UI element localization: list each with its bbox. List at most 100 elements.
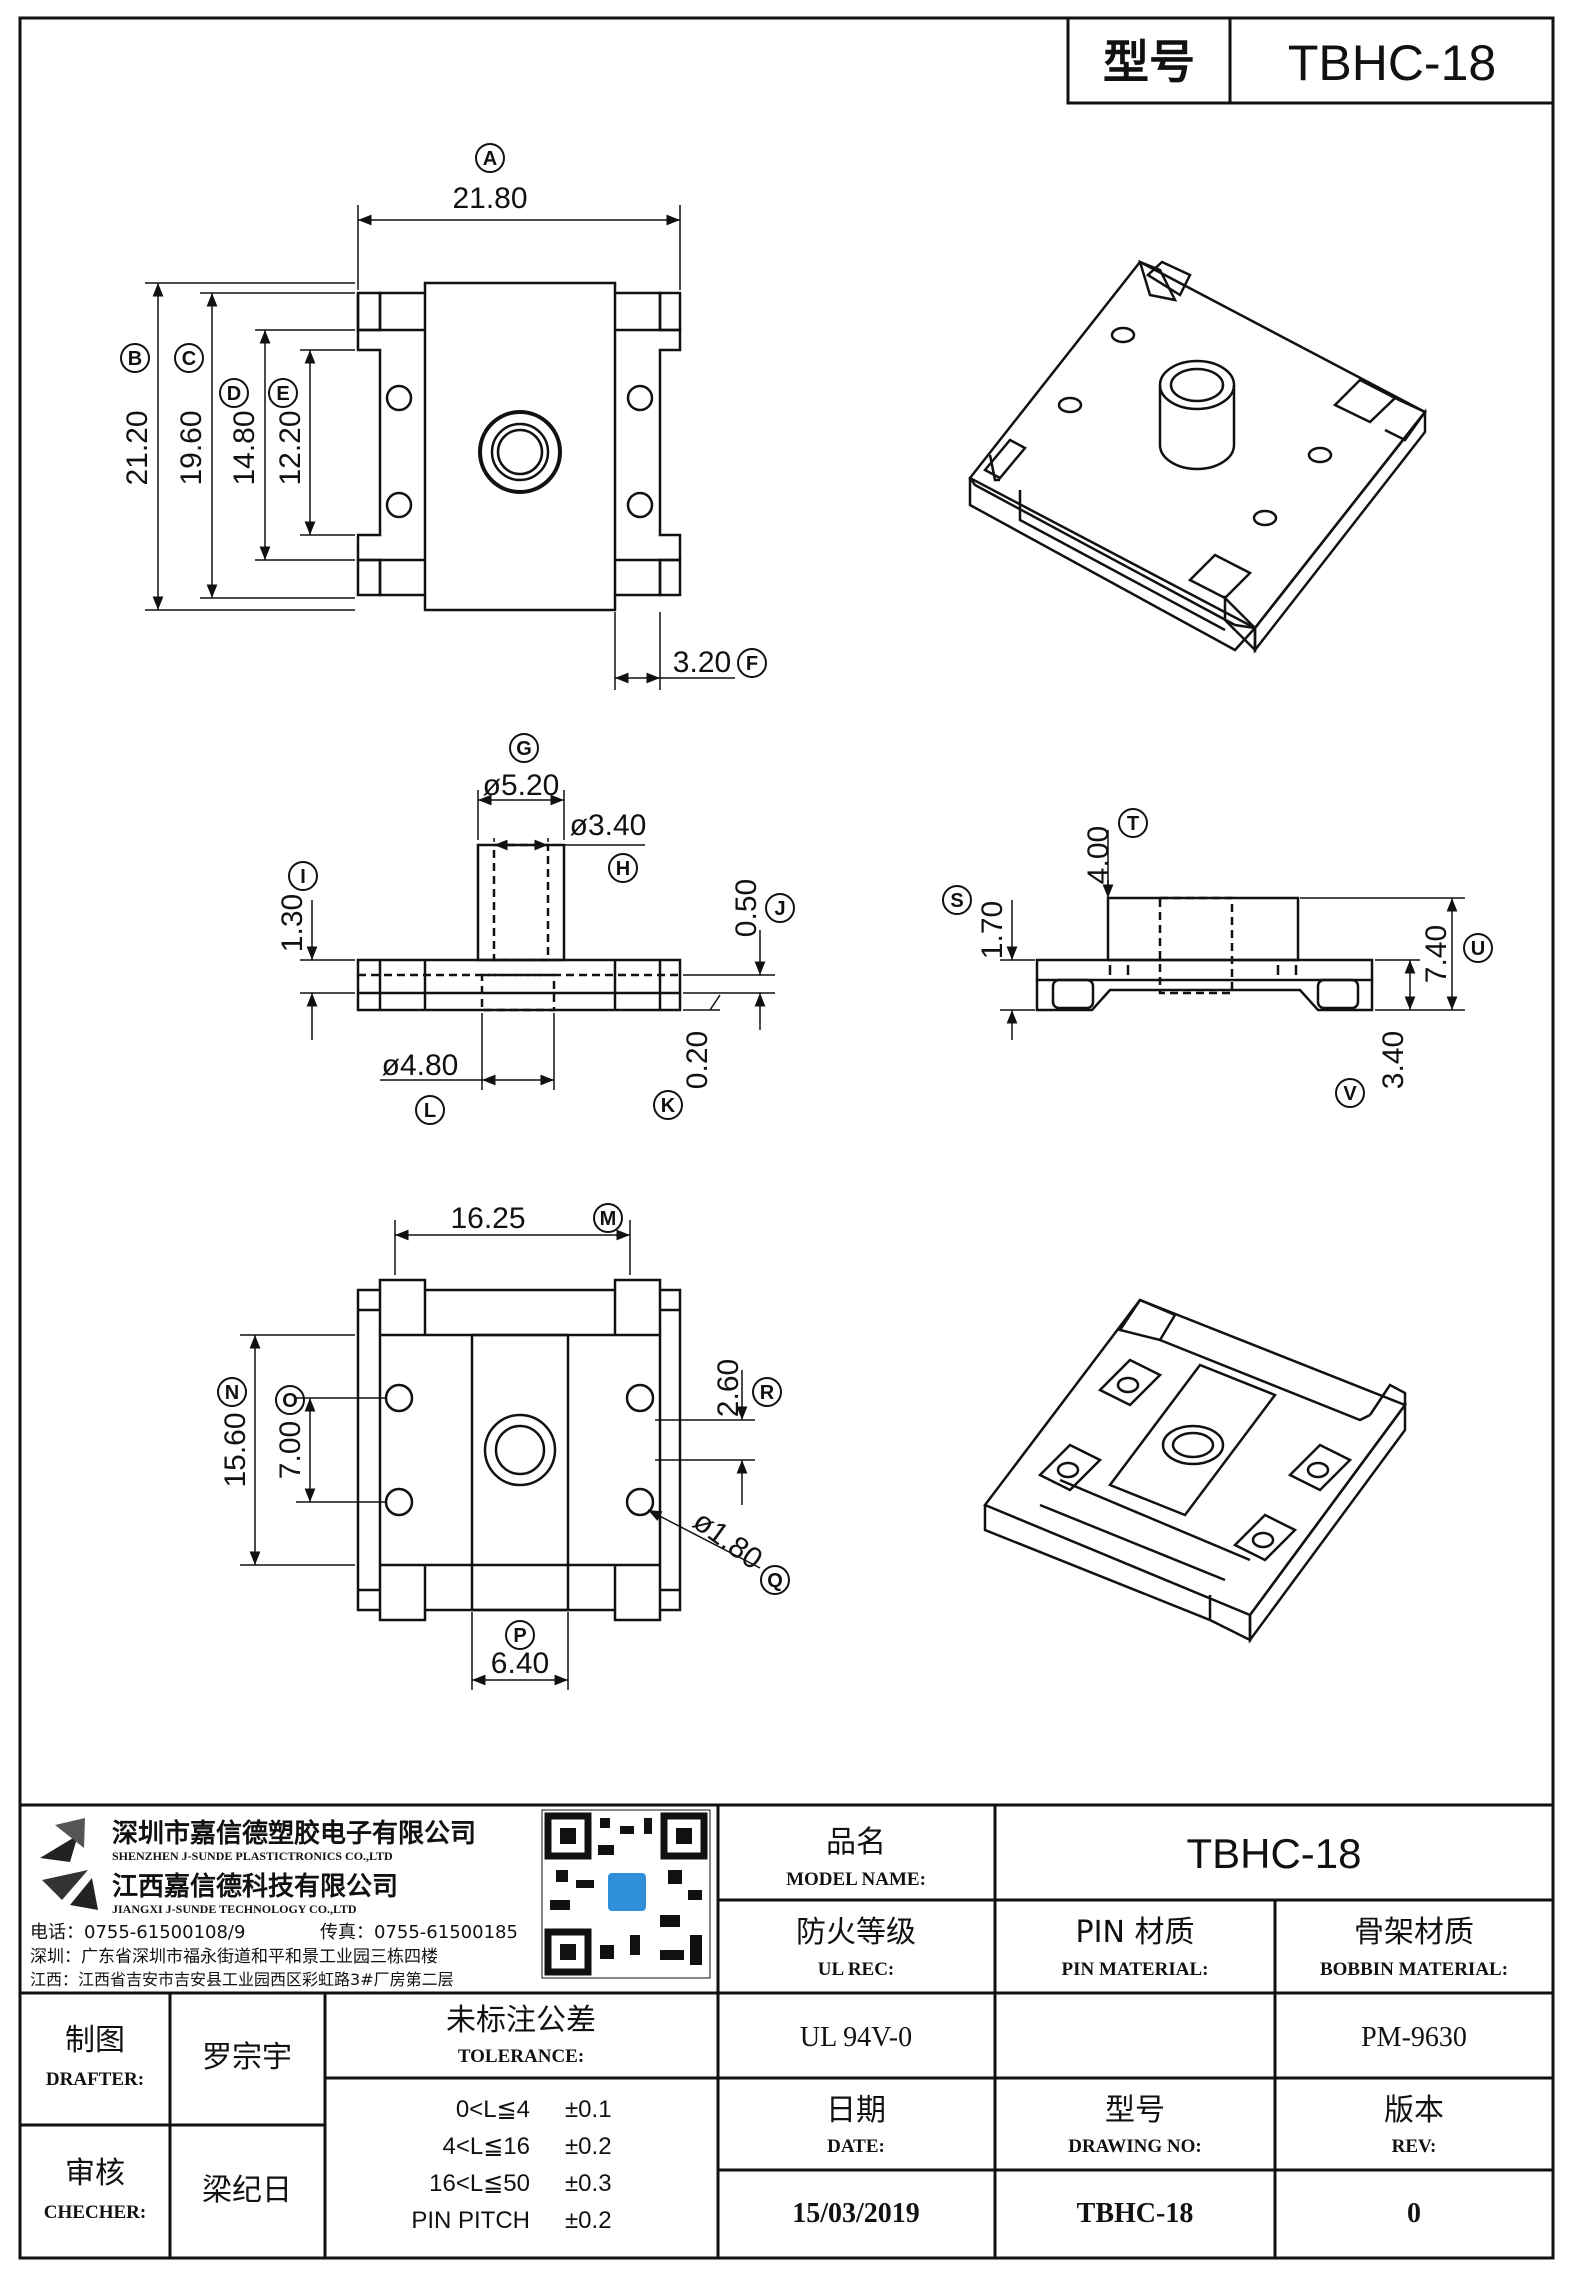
dim-label-D: 14.80 [228, 410, 261, 485]
dim-label-L: ø4.80 [382, 1049, 459, 1082]
fax-label: 传真： [320, 1922, 374, 1943]
bubble-S: S [950, 890, 963, 912]
fax-value: 0755-61500185 [374, 1922, 518, 1943]
bubble-K: K [661, 1095, 676, 1117]
bobbin-cn: 骨架材质 [1354, 1915, 1474, 1950]
checker-name: 梁纪日 [202, 2173, 292, 2208]
pin-cn: PIN 材质 [1076, 1915, 1195, 1950]
tolerance-value: ±0.1 [565, 2096, 612, 2123]
bubble-F: F [746, 653, 758, 675]
date-value: 15/03/2019 [792, 2198, 920, 2229]
address-jiangxi: 江西：江西省吉安市吉安县工业园西区彩虹路3#厂房第二层 [30, 1970, 454, 1989]
model-name-cn: 品名 [826, 1825, 886, 1860]
tolerance-range: 4<L≦16 [442, 2133, 530, 2160]
bubble-I: I [300, 866, 306, 888]
dim-label-M: 16.25 [450, 1202, 525, 1235]
bobbin-value: PM-9630 [1361, 2022, 1467, 2053]
rev-en: REV: [1392, 2136, 1437, 2157]
bubble-H: H [616, 858, 630, 880]
dim-label-K: 0.20 [681, 1031, 714, 1089]
company-logo [40, 1818, 98, 1910]
bubble-G: G [516, 738, 532, 760]
bottom-view-labels: 16.25 M 15.60 N 7.00 O 2.60 R ø1.80 Q 6.… [219, 1202, 783, 1680]
dim-label-N: 15.60 [219, 1412, 252, 1487]
bubble-R: R [760, 1382, 775, 1404]
drawing-no-en: DRAWING NO: [1068, 2136, 1202, 2157]
company2-name-cn: 江西嘉信德科技有限公司 [112, 1872, 398, 1902]
dim-label-E: 12.20 [274, 410, 307, 485]
bubble-E: E [276, 383, 289, 405]
tolerance-table: 0<L≦4 ±0.1 4<L≦16 ±0.2 16<L≦50 ±0.3 PIN … [411, 2096, 611, 2234]
dim-label-G: ø5.20 [483, 769, 560, 802]
top-view-labels: 21.80 A 21.20 B 19.60 C 14.80 D 12.20 E … [121, 148, 758, 679]
dim-label-S: 1.70 [976, 901, 1009, 959]
top-view [120, 143, 767, 690]
dim-label-R: 2.60 [712, 1359, 745, 1417]
dim-label-Q: ø1.80 [687, 1504, 768, 1576]
header-label: 型号 [1103, 35, 1195, 89]
tolerance-range: 0<L≦4 [456, 2096, 530, 2123]
model-name-en: MODEL NAME: [786, 1869, 926, 1890]
dim-label-B: 21.20 [121, 410, 154, 485]
bubble-C: C [182, 348, 196, 370]
dim-label-C: 19.60 [175, 410, 208, 485]
dim-label-O: 7.00 [274, 1421, 307, 1479]
tolerance-range: 16<L≦50 [429, 2170, 530, 2197]
bubble-Q: Q [767, 1570, 783, 1592]
ul-value: UL 94V-0 [800, 2022, 912, 2053]
side-view-labels: ø5.20 G ø3.40 H 1.30 I 0.50 J 0.20 K ø4.… [276, 738, 786, 1122]
tolerance-en: TOLERANCE: [458, 2046, 584, 2067]
ul-cn: 防火等级 [796, 1915, 916, 1950]
sheet-border [18, 16, 1555, 2260]
dim-label-J: 0.50 [730, 879, 763, 937]
dim-label-T: 4.00 [1082, 826, 1115, 884]
bubble-U: U [1471, 938, 1485, 960]
addr2-value: 江西省吉安市吉安县工业园西区彩虹路3#厂房第二层 [78, 1970, 454, 1989]
dim-label-P: 6.40 [491, 1647, 549, 1680]
addr1-value: 广东省深圳市福永街道和平和景工业园三栋四楼 [81, 1947, 438, 1967]
dim-label-U: 7.40 [1420, 925, 1453, 983]
tolerance-value: ±0.2 [565, 2207, 612, 2234]
bottom-view [217, 1203, 790, 1690]
bubble-T: T [1127, 813, 1139, 835]
bubble-L: L [424, 1100, 436, 1122]
company-name-cn: 深圳市嘉信德塑胶电子有限公司 [112, 1818, 476, 1849]
company2-name-en: JIANGXI J-SUNDE TECHNOLOGY CO.,LTD [112, 1902, 357, 1916]
addr1-label: 深圳： [30, 1947, 81, 1967]
front-view [942, 808, 1493, 1108]
address-shenzhen: 深圳：广东省深圳市福永街道和平和景工业园三栋四楼 [30, 1947, 438, 1967]
bubble-B: B [128, 348, 142, 370]
checker-cn: 审核 [65, 2156, 125, 2191]
dim-label-A: 21.80 [452, 182, 527, 215]
bubble-A: A [483, 148, 497, 170]
iso-view-top [968, 259, 1427, 654]
bubble-M: M [600, 1208, 617, 1230]
tel-value: 0755-61500108/9 [84, 1922, 245, 1943]
dim-label-H: ø3.40 [570, 809, 647, 842]
bubble-N: N [225, 1382, 239, 1404]
dim-label-V: 3.40 [1377, 1031, 1410, 1089]
bubble-J: J [774, 898, 785, 920]
date-en: DATE: [827, 2136, 885, 2157]
bubble-P: P [513, 1625, 526, 1647]
dim-label-I: 1.30 [276, 894, 309, 952]
tolerance-value: ±0.3 [565, 2170, 612, 2197]
tel-label: 电话： [30, 1922, 84, 1943]
addr2-label: 江西： [30, 1970, 78, 1989]
ul-en: UL REC: [818, 1959, 895, 1980]
pin-en: PIN MATERIAL: [1062, 1959, 1209, 1980]
tel-line: 电话：0755-61500108/9 传真：0755-61500185 [30, 1922, 518, 1943]
tolerance-range: PIN PITCH [411, 2207, 530, 2234]
front-view-labels: 1.70 S 4.00 T 7.40 U 3.40 V [950, 813, 1485, 1105]
tolerance-value: ±0.2 [565, 2133, 612, 2160]
drafter-cn: 制图 [65, 2023, 125, 2058]
drafter-name: 罗宗宇 [202, 2040, 292, 2075]
bobbin-en: BOBBIN MATERIAL: [1320, 1959, 1508, 1980]
qr-code [541, 1809, 711, 1979]
bubble-D: D [227, 383, 241, 405]
tolerance-cn: 未标注公差 [446, 2003, 596, 2038]
dim-label-F: 3.20 [673, 646, 731, 679]
model-name-value: TBHC-18 [1186, 1830, 1361, 1877]
checker-en: CHECHER: [44, 2202, 146, 2223]
